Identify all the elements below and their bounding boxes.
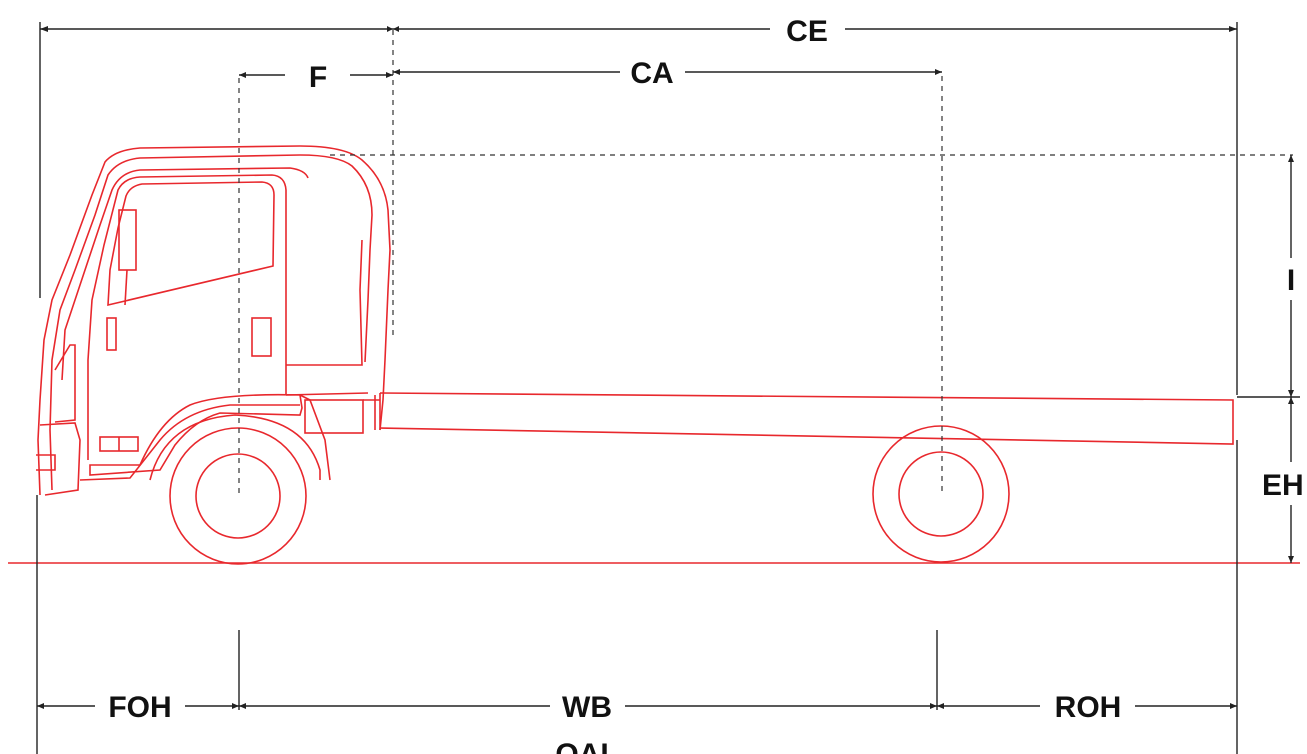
label-eh: EH (1262, 469, 1304, 502)
label-roh: ROH (1055, 691, 1122, 724)
front-hub (195, 453, 281, 539)
label-oal: OAL (555, 738, 618, 754)
cab-inner (49, 154, 373, 491)
door-outline (87, 174, 287, 460)
front-wheel (169, 427, 307, 565)
rear-hub (898, 451, 984, 537)
dimension-lines (36, 22, 1300, 754)
label-ca: CA (630, 57, 673, 90)
chassis-frame (363, 392, 1234, 445)
front-wheel-arch (149, 394, 331, 481)
fuel-tank (304, 399, 364, 434)
cab-outer (37, 145, 391, 496)
cab-inner-2 (61, 167, 309, 381)
door-window (107, 181, 275, 307)
label-wb: WB (562, 691, 612, 724)
label-ce: CE (786, 15, 828, 48)
side-mirror (118, 209, 137, 271)
reference-lines (238, 30, 1293, 495)
label-i: I (1287, 264, 1295, 297)
cab-step (89, 393, 303, 476)
label-foh: FOH (108, 691, 171, 724)
front-bumper (36, 422, 81, 496)
rear-wheel (872, 425, 1010, 563)
dimension-labels: CE CA F I EH FOH WB ROH OAL (108, 15, 1303, 754)
cab-back (285, 239, 369, 396)
label-f: F (309, 61, 327, 94)
arrowhead (40, 26, 48, 32)
rear-handle (251, 317, 272, 357)
door-handle (106, 317, 117, 351)
truck-outline (36, 145, 1234, 565)
